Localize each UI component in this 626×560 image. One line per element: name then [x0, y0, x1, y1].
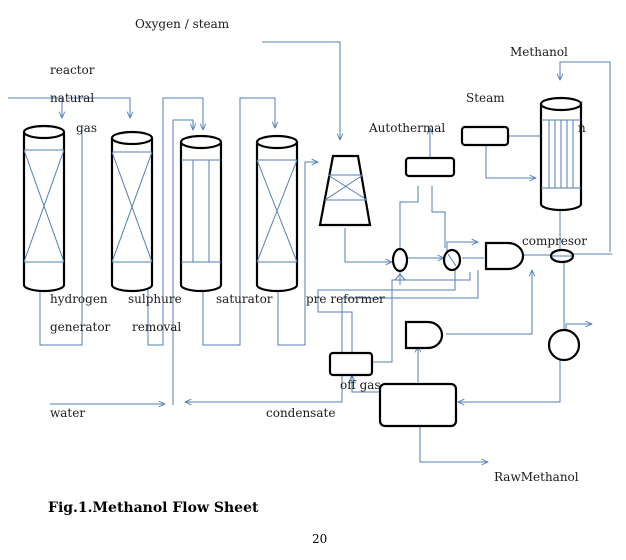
heat-exchanger-1 — [391, 247, 409, 273]
compresor-label: compresor — [522, 234, 587, 248]
n-fragment-label: n — [578, 121, 586, 135]
r4-to-prereformer-line — [277, 162, 318, 346]
water-to-saturator-line — [172, 119, 193, 405]
steam-label: Steam — [466, 91, 505, 105]
generator-label: generator — [50, 320, 111, 334]
to-separator-line — [458, 360, 561, 402]
heat-exchanger-2-mark — [447, 253, 457, 267]
condensate-line — [185, 270, 479, 402]
exch1-to-autothermal-line — [399, 186, 419, 248]
sulphure-label: sulphure — [128, 292, 182, 306]
compressor-1 — [484, 241, 525, 271]
pump-circle — [547, 328, 581, 362]
oxygen-steam-line — [262, 41, 340, 140]
d2-to-comp-line — [446, 270, 532, 335]
r3-to-r4-line — [202, 97, 275, 346]
off-gas-box — [328, 351, 374, 377]
autothermal-reformer — [318, 154, 372, 227]
hydrogen-label: hydrogen — [50, 292, 108, 306]
raw-methanol-label: RawMethanol — [494, 470, 579, 484]
pre-reformer-label: pre reformer — [306, 292, 385, 306]
methanol-reactor — [539, 96, 583, 212]
compressor-2 — [404, 320, 444, 350]
r2-to-r3-line — [147, 97, 203, 346]
water-label: water — [50, 406, 85, 420]
hydrogen-generator-vessel — [22, 124, 66, 293]
reactor-label: reactor — [50, 63, 95, 77]
oxygen-steam-label: Oxygen / steam — [135, 17, 230, 31]
condensate-label: condensate — [266, 406, 335, 420]
gas-label: gas — [76, 121, 97, 135]
steam-drum — [460, 125, 510, 147]
saturator-vessel — [179, 134, 223, 293]
off-gas-label: off gas — [340, 378, 381, 392]
page-number: 20 — [312, 532, 327, 546]
natural-label: natural — [50, 91, 94, 105]
feed-line-1 — [8, 97, 62, 118]
feed-line-2 — [68, 97, 130, 118]
steam-to-reactor-line — [485, 145, 536, 178]
separator-tank — [378, 382, 458, 428]
flow-lines — [8, 41, 612, 462]
autothermal-label: Autothermal — [368, 121, 445, 135]
autothermal-down-line — [431, 186, 446, 248]
r1-return-line — [39, 130, 83, 346]
methanol-label: Methanol — [510, 45, 568, 59]
sulphure-removal-vessel — [110, 130, 154, 293]
saturator-label: saturator — [216, 292, 273, 306]
autothermal-box — [404, 156, 456, 178]
raw-methanol-line — [419, 426, 488, 462]
figure-caption: Fig.1.Methanol Flow Sheet — [48, 500, 259, 516]
offgas-up-line — [317, 262, 456, 352]
pre-reformer-vessel — [255, 134, 299, 293]
methanol-loop-line — [560, 61, 611, 252]
offgas-right-line — [372, 272, 471, 363]
prereformer-out-line — [344, 228, 392, 262]
exch1-small-arrow — [394, 272, 406, 285]
removal-label: removal — [132, 320, 181, 334]
